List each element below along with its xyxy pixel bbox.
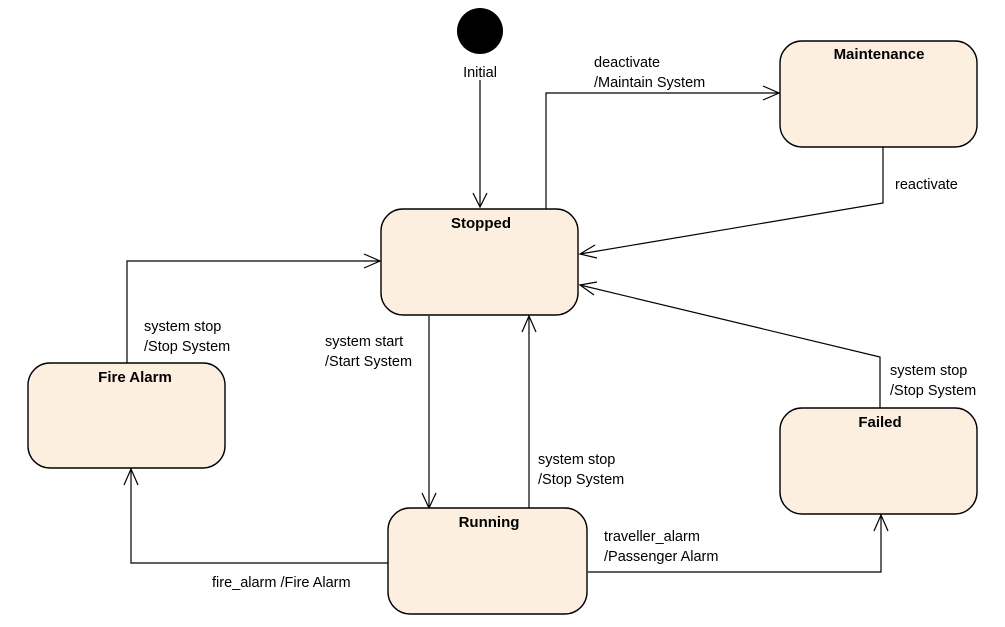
transition-label: /Stop System	[890, 383, 976, 399]
state-name: Failed	[858, 414, 901, 431]
transition-label: fire_alarm /Fire Alarm	[212, 575, 351, 591]
transition-label: system stop	[538, 452, 615, 468]
state-box	[380, 208, 579, 316]
transition-running-to-stopped[interactable]: system stop /Stop System	[521, 314, 624, 508]
state-name: Running	[459, 514, 520, 531]
transition-label: /Passenger Alarm	[604, 549, 718, 565]
arrowhead	[578, 244, 598, 259]
transition-line	[545, 92, 779, 209]
transition-traveller-alarm[interactable]: traveller_alarm /Passenger Alarm	[588, 513, 889, 573]
transition-label: /Start System	[325, 354, 412, 370]
arrowhead	[472, 192, 488, 209]
transition-line	[579, 284, 881, 408]
transition-failed-to-stopped[interactable]: system stop /Stop System	[578, 281, 976, 408]
transition-line	[130, 469, 388, 564]
transition-initial-to-stopped[interactable]	[472, 80, 488, 209]
transition-reactivate[interactable]: reactivate	[578, 147, 958, 259]
transition-line	[579, 147, 884, 255]
transition-label: deactivate	[594, 55, 660, 71]
transition-line	[588, 515, 882, 573]
arrowhead	[873, 513, 889, 532]
initial-node-label: Initial	[463, 65, 497, 81]
state-name: Fire Alarm	[98, 369, 172, 386]
arrowhead	[578, 281, 598, 296]
transition-label: /Stop System	[144, 339, 230, 355]
transition-system-start[interactable]: system start /Start System	[325, 316, 437, 510]
state-box	[27, 362, 226, 469]
transition-label: reactivate	[895, 177, 958, 193]
transition-fire-alarm[interactable]: fire_alarm /Fire Alarm	[123, 467, 388, 591]
transition-fire-alarm-to-stopped[interactable]: system stop /Stop System	[126, 253, 382, 363]
arrowhead	[762, 85, 781, 101]
state-running[interactable]: Running	[387, 507, 588, 615]
transition-label: traveller_alarm	[604, 529, 700, 545]
initial-node[interactable]: Initial	[457, 8, 503, 81]
transition-line	[126, 260, 380, 363]
state-fire-alarm[interactable]: Fire Alarm	[27, 362, 226, 469]
state-maintenance[interactable]: Maintenance	[779, 40, 978, 148]
transition-label: system stop	[144, 319, 221, 335]
transition-label: system start	[325, 334, 403, 350]
state-box	[779, 40, 978, 148]
arrowhead	[521, 314, 537, 333]
state-failed[interactable]: Failed	[779, 407, 978, 515]
state-stopped[interactable]: Stopped	[380, 208, 579, 316]
transition-label: system stop	[890, 363, 967, 379]
arrowhead	[363, 253, 382, 269]
transition-deactivate[interactable]: deactivate /Maintain System	[545, 55, 781, 209]
state-name: Maintenance	[834, 46, 925, 63]
arrowhead	[123, 467, 139, 486]
transition-label: /Maintain System	[594, 75, 705, 91]
state-box	[387, 507, 588, 615]
state-box	[779, 407, 978, 515]
initial-node-circle	[457, 8, 503, 54]
state-name: Stopped	[451, 215, 511, 232]
transition-label: /Stop System	[538, 472, 624, 488]
